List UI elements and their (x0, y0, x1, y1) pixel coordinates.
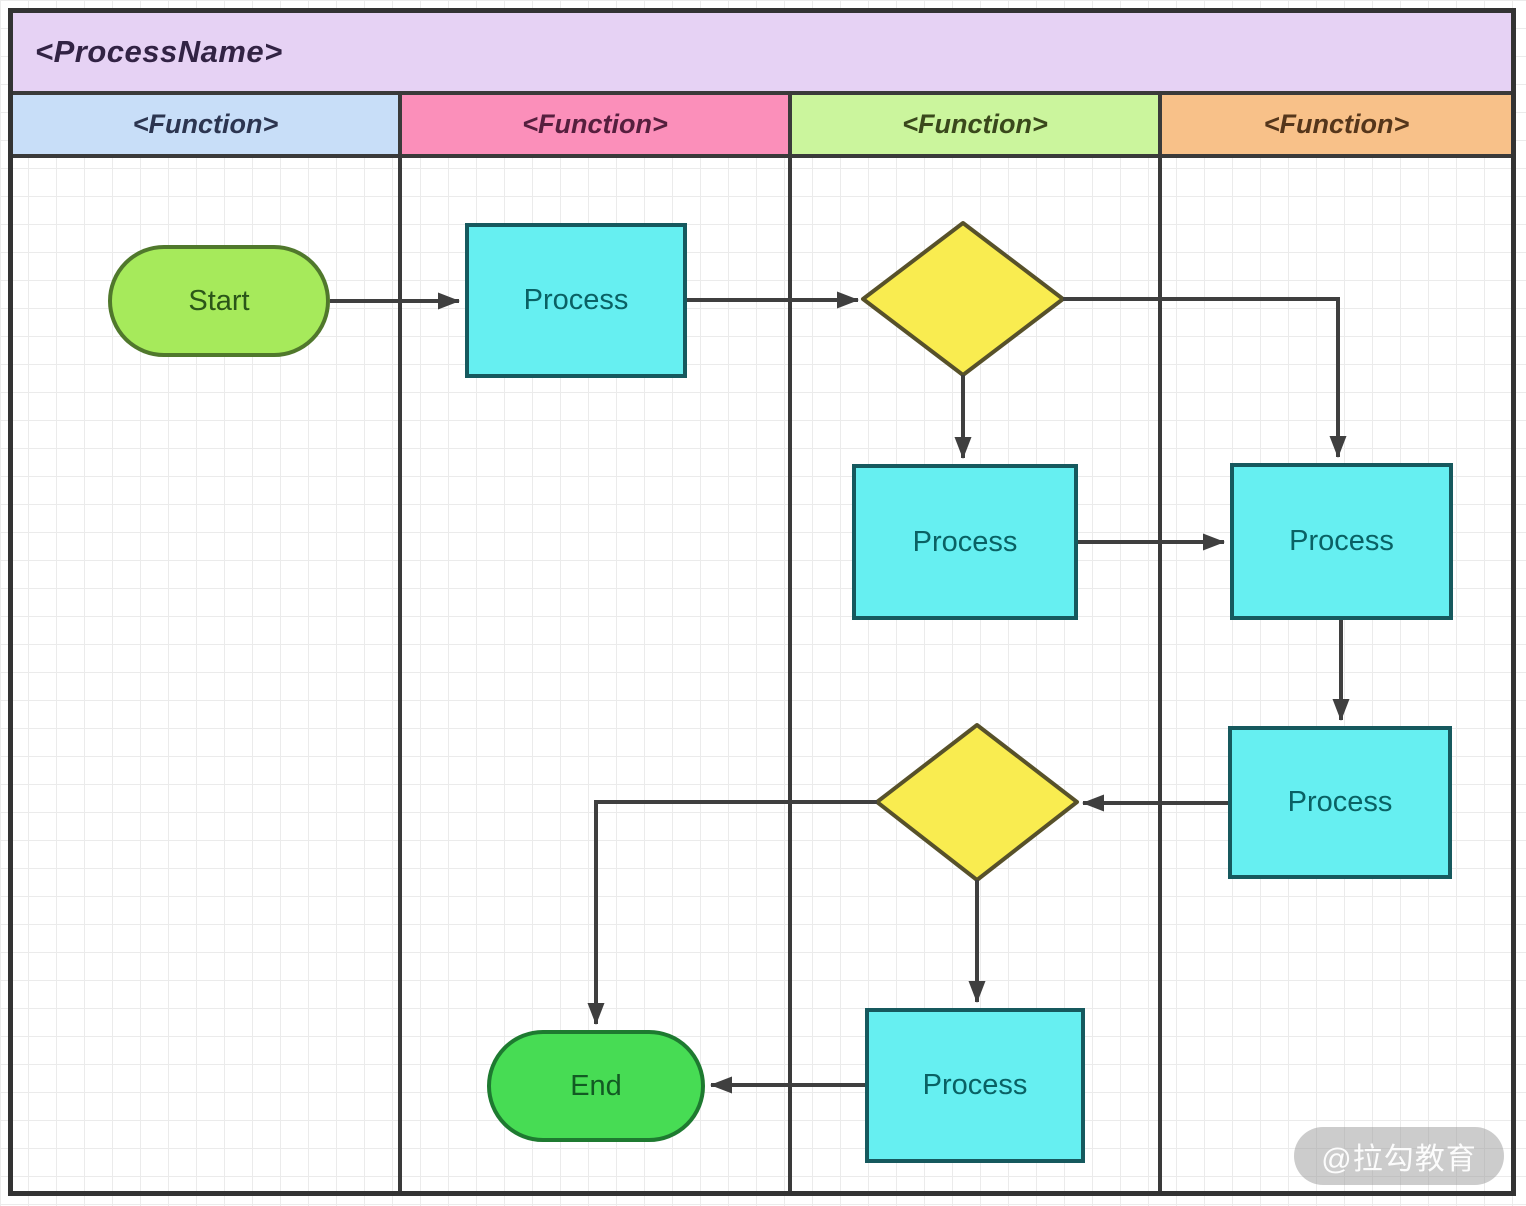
process-node-2: Process (852, 464, 1078, 620)
lane-separator-2 (788, 158, 792, 1191)
watermark-text: @拉勾教育 (1321, 1143, 1477, 1176)
lane-separator-1 (398, 158, 402, 1191)
lane-header-3: <Function> (792, 95, 1162, 154)
lane-header-1: <Function> (13, 95, 402, 154)
lane-header-4: <Function> (1162, 95, 1511, 154)
lane-body (13, 158, 1511, 1191)
process-node-5: Process (865, 1008, 1085, 1163)
start-node-label: Start (188, 284, 250, 317)
process-node-3: Process (1230, 463, 1453, 620)
diagram-frame: <ProcessName> <Function> <Function> <Fun… (8, 8, 1516, 1196)
process-title-bar: <ProcessName> (13, 13, 1511, 95)
lane-header-2: <Function> (402, 95, 792, 154)
process-node-3-label: Process (1289, 525, 1394, 557)
process-node-4: Process (1228, 726, 1452, 879)
process-node-5-label: Process (922, 1069, 1028, 1101)
end-node: End (487, 1030, 705, 1142)
process-node-4-label: Process (1287, 786, 1393, 818)
lane-header-row: <Function> <Function> <Function> <Functi… (13, 95, 1511, 158)
watermark-badge: @拉勾教育 (1294, 1127, 1504, 1185)
process-node-2-label: Process (912, 525, 1018, 558)
process-node-1: Process (465, 223, 687, 378)
start-node: Start (108, 245, 330, 357)
lane-separator-3 (1158, 158, 1162, 1191)
process-node-1-label: Process (523, 284, 629, 316)
process-name-label: <ProcessName> (35, 34, 283, 69)
end-node-label: End (570, 1069, 622, 1102)
